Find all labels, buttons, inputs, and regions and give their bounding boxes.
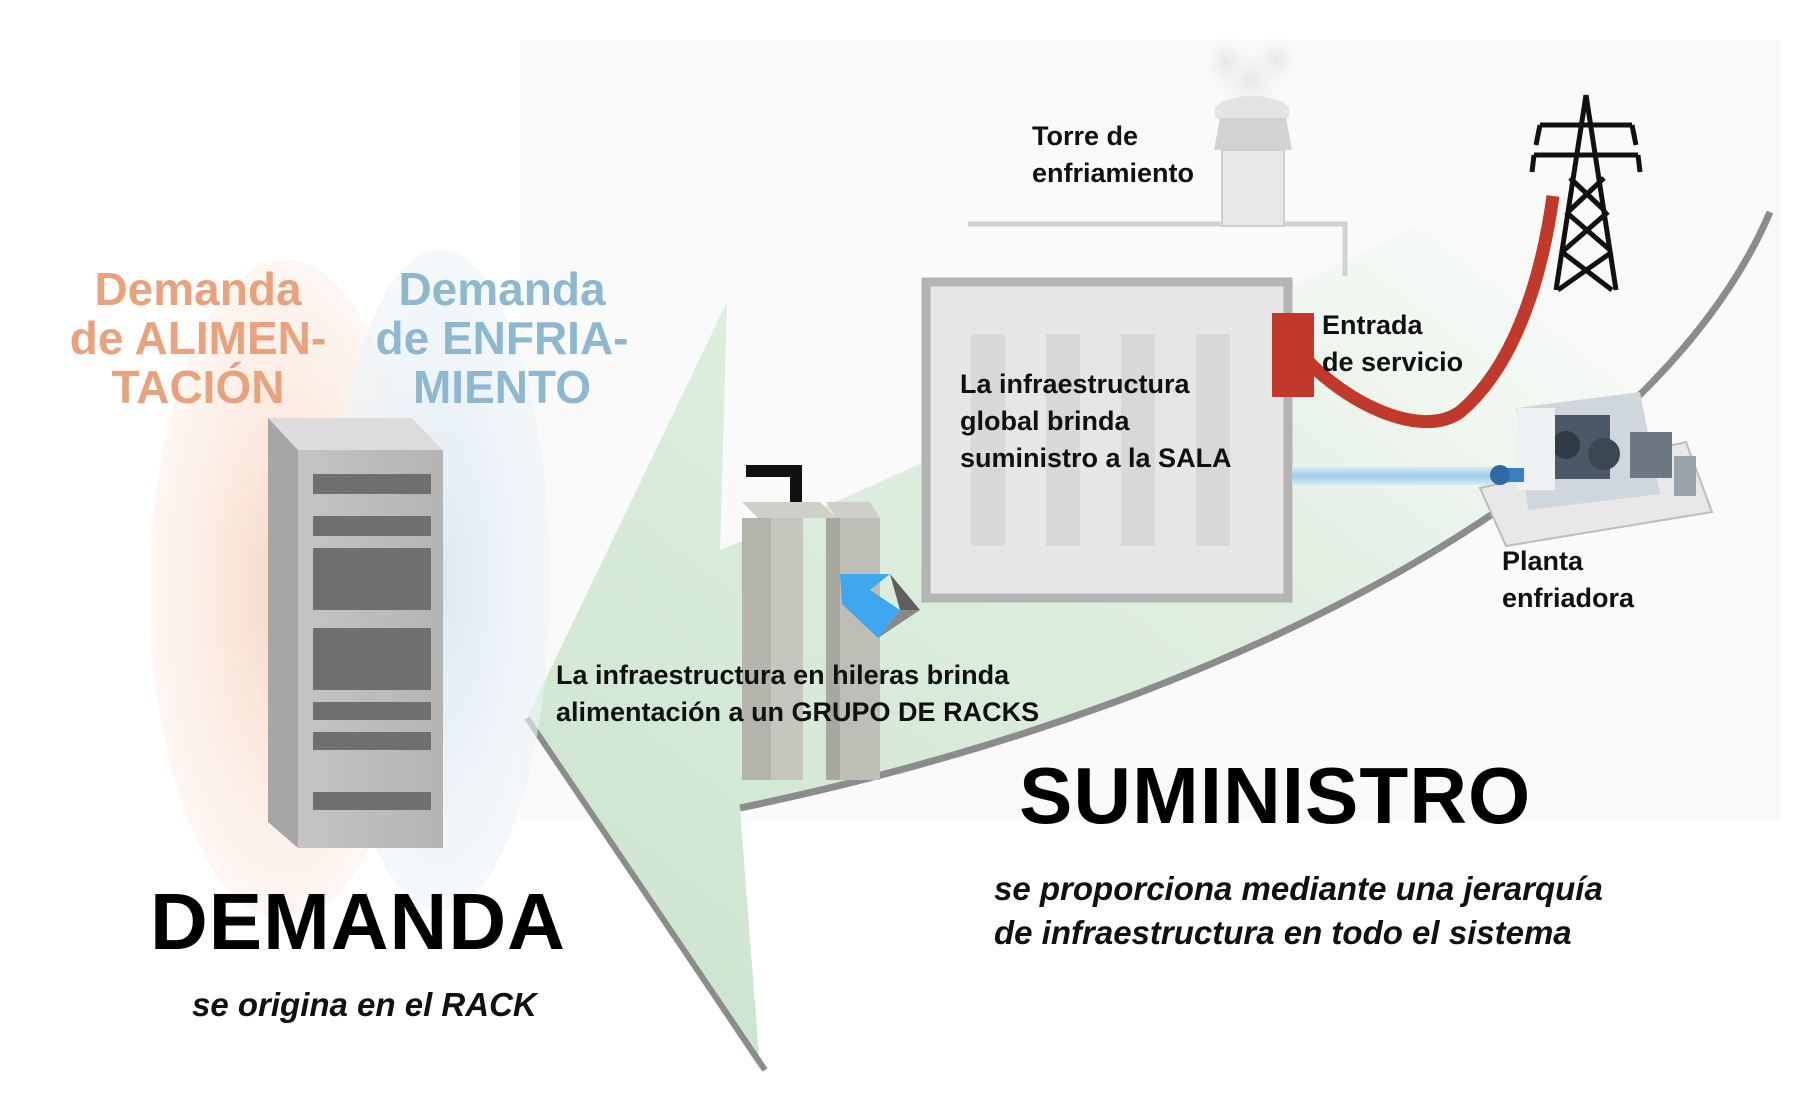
- power-demand-line2: de ALIMEN-: [69, 312, 327, 364]
- service-label-line1: Entrada: [1322, 310, 1423, 340]
- room-icon: [921, 277, 1293, 603]
- transmission-tower-icon: [1529, 94, 1643, 293]
- supply-title: SUMINISTRO: [1019, 751, 1532, 840]
- room-label-line3: suministro a la SALA: [960, 443, 1232, 473]
- row-infrastructure-label: La infraestructura en hileras brinda ali…: [556, 657, 1039, 731]
- service-label-line2: de servicio: [1322, 347, 1464, 377]
- cooling-demand-line3: MIENTO: [412, 361, 592, 413]
- room-label-line2: global brinda: [960, 406, 1130, 436]
- row-units-icon: [742, 465, 920, 780]
- cooling-demand-line1: Demanda: [398, 263, 606, 315]
- room-label-line1: La infraestructura: [960, 369, 1190, 399]
- row-label-line1: La infraestructura en hileras brinda: [556, 660, 1010, 690]
- power-demand-line1: Demanda: [94, 263, 302, 315]
- supply-subtitle-line2: de infraestructura en todo el sistema: [994, 914, 1572, 951]
- supply-arrow-edge: [739, 210, 1774, 812]
- chilled-water-pipe: [1292, 467, 1498, 485]
- chiller-plant-label: Planta enfriadora: [1502, 543, 1634, 617]
- supply-subtitle: se proporciona mediante una jerarquía de…: [994, 867, 1603, 955]
- cooling-tower-label: Torre de enfriamiento: [1032, 118, 1194, 192]
- chiller-label-line1: Planta: [1502, 546, 1584, 576]
- supply-arrow-head-edge: [524, 716, 768, 1072]
- cooling-demand-line2: de ENFRIA-: [375, 312, 629, 364]
- power-demand-line3: TACIÓN: [111, 361, 285, 413]
- service-entrance-box: [1272, 313, 1314, 397]
- utility-power-line: [1300, 195, 1560, 428]
- power-demand-label: Demanda de ALIMEN- TACIÓN: [48, 265, 348, 412]
- supply-subtitle-line1: se proporciona mediante una jerarquía: [994, 870, 1603, 907]
- cooling-demand-label: Demanda de ENFRIA- MIENTO: [352, 265, 652, 412]
- demand-subtitle: se origina en el RACK: [192, 986, 537, 1023]
- service-entrance-label: Entrada de servicio: [1322, 307, 1463, 381]
- cooling-tower-icon: [968, 34, 1348, 276]
- row-label-line2: alimentación a un GRUPO DE RACKS: [556, 697, 1040, 727]
- tower-label-line1: Torre de: [1032, 121, 1139, 151]
- room-infrastructure-label: La infraestructura global brinda suminis…: [960, 366, 1232, 477]
- chiller-plant-icon: [1478, 392, 1714, 548]
- demand-title: DEMANDA: [150, 877, 566, 966]
- chiller-label-line2: enfriadora: [1502, 583, 1635, 613]
- tower-label-line2: enfriamiento: [1032, 158, 1195, 188]
- rack-icon: [268, 418, 443, 848]
